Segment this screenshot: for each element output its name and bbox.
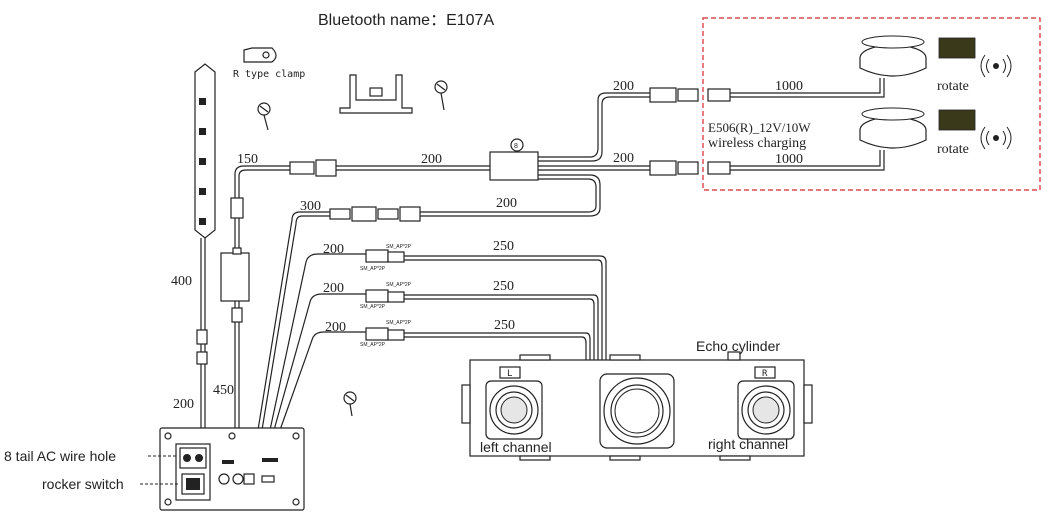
r-type-clamp (243, 47, 277, 63)
center-speaker (599, 373, 675, 449)
screw-icon (257, 102, 271, 131)
length-label: 250 (493, 239, 514, 254)
connector-label: SM_AP*2P (386, 320, 412, 326)
charger-function: wireless charging (708, 136, 806, 151)
connector-label: SM_AP*2P (360, 266, 386, 272)
screw-icon (343, 391, 357, 417)
wireless-icon (980, 54, 1012, 78)
length-label: 150 (237, 152, 258, 167)
length-label: 200 (325, 320, 346, 335)
length-label: 250 (493, 279, 514, 294)
led-strip (194, 63, 216, 239)
length-label: 450 (213, 383, 234, 398)
connector-label: SM_AP*2P (360, 304, 386, 310)
wireless-icon (980, 126, 1012, 150)
wiring-harness (196, 78, 885, 431)
connector-label: SM_AP*2P (360, 342, 386, 348)
left-speaker (485, 380, 543, 440)
rotate-label: rotate (937, 142, 969, 157)
length-label: 200 (323, 242, 344, 257)
left-mark: L (507, 369, 512, 379)
echo-label: Echo cylinder (696, 338, 780, 354)
controller-box (159, 427, 305, 511)
length-label: 200 (613, 79, 634, 94)
wireless-charger-panel (702, 17, 1041, 191)
length-label: 250 (494, 318, 515, 333)
connector-label: SM_AP*2P (386, 282, 412, 288)
bluetooth-name: Bluetooth name：E107A (318, 12, 494, 29)
length-label: 400 (171, 274, 192, 289)
length-label: 200 (323, 281, 344, 296)
mounting-bracket (339, 74, 413, 114)
ac-hole-label: 8 tail AC wire hole (4, 448, 116, 464)
charger-model: E506(R)_12V/10W (708, 120, 811, 135)
connector-label: SM_AP*2P (386, 244, 412, 250)
rotate-label: rotate (937, 79, 969, 94)
rocker-switch-label: rocker switch (42, 476, 124, 492)
screw-icon (434, 80, 448, 111)
length-label: 200 (496, 196, 517, 211)
clamp-label: R type clamp (233, 69, 305, 80)
junction-mark: 8 (514, 143, 518, 150)
right-channel-label: right channel (708, 436, 788, 452)
length-label: 300 (300, 199, 321, 214)
length-label: 200 (613, 151, 634, 166)
right-mark: R (762, 369, 768, 379)
left-channel-label: left channel (480, 439, 552, 455)
right-speaker (737, 380, 795, 440)
length-label: 200 (173, 397, 194, 412)
length-label: 1000 (775, 152, 803, 167)
length-label: 200 (421, 152, 442, 167)
length-label: 1000 (775, 79, 803, 94)
